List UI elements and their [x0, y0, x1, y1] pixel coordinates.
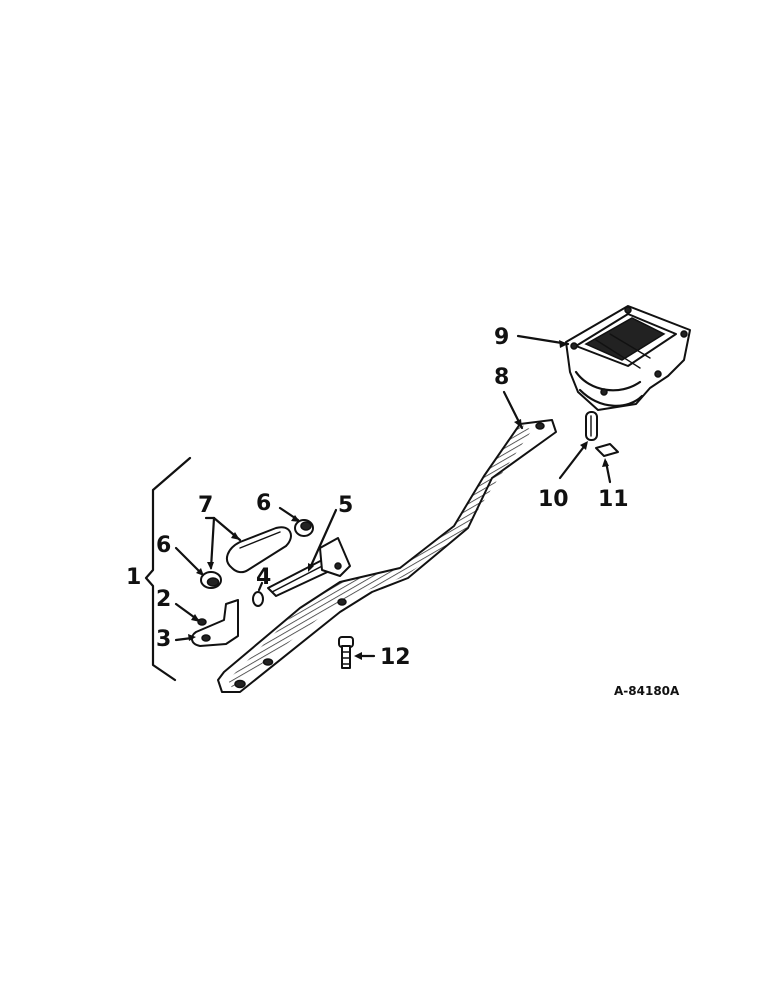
callout-11: 11: [598, 487, 629, 512]
callout-5: 5: [338, 493, 353, 518]
ball-part: [197, 618, 207, 626]
leader-lines: [174, 334, 612, 660]
bolt-part: [338, 636, 354, 669]
clip-part: [595, 443, 619, 457]
pin-part: [585, 411, 598, 441]
cap-part-lower: [200, 571, 222, 589]
callout-3: 3: [156, 627, 171, 652]
callout-1: 1: [126, 565, 141, 590]
handle-part: [225, 526, 292, 574]
bracket-part: [190, 599, 239, 647]
callout-9: 9: [494, 325, 509, 350]
callout-8: 8: [494, 365, 509, 390]
drawbar-part: [217, 419, 557, 693]
callout-12: 12: [380, 645, 411, 670]
drawing-reference: A-84180A: [614, 684, 680, 698]
hitch-housing-part: [565, 305, 691, 411]
callout-10: 10: [538, 487, 569, 512]
callout-2: 2: [156, 587, 171, 612]
group-brace: [144, 456, 192, 682]
cap-part-upper: [294, 519, 314, 537]
callout-6-lower: 6: [156, 533, 171, 558]
callout-4: 4: [256, 565, 271, 590]
callout-6-upper: 6: [256, 491, 271, 516]
callout-7: 7: [198, 493, 213, 518]
washer-part: [252, 591, 264, 607]
